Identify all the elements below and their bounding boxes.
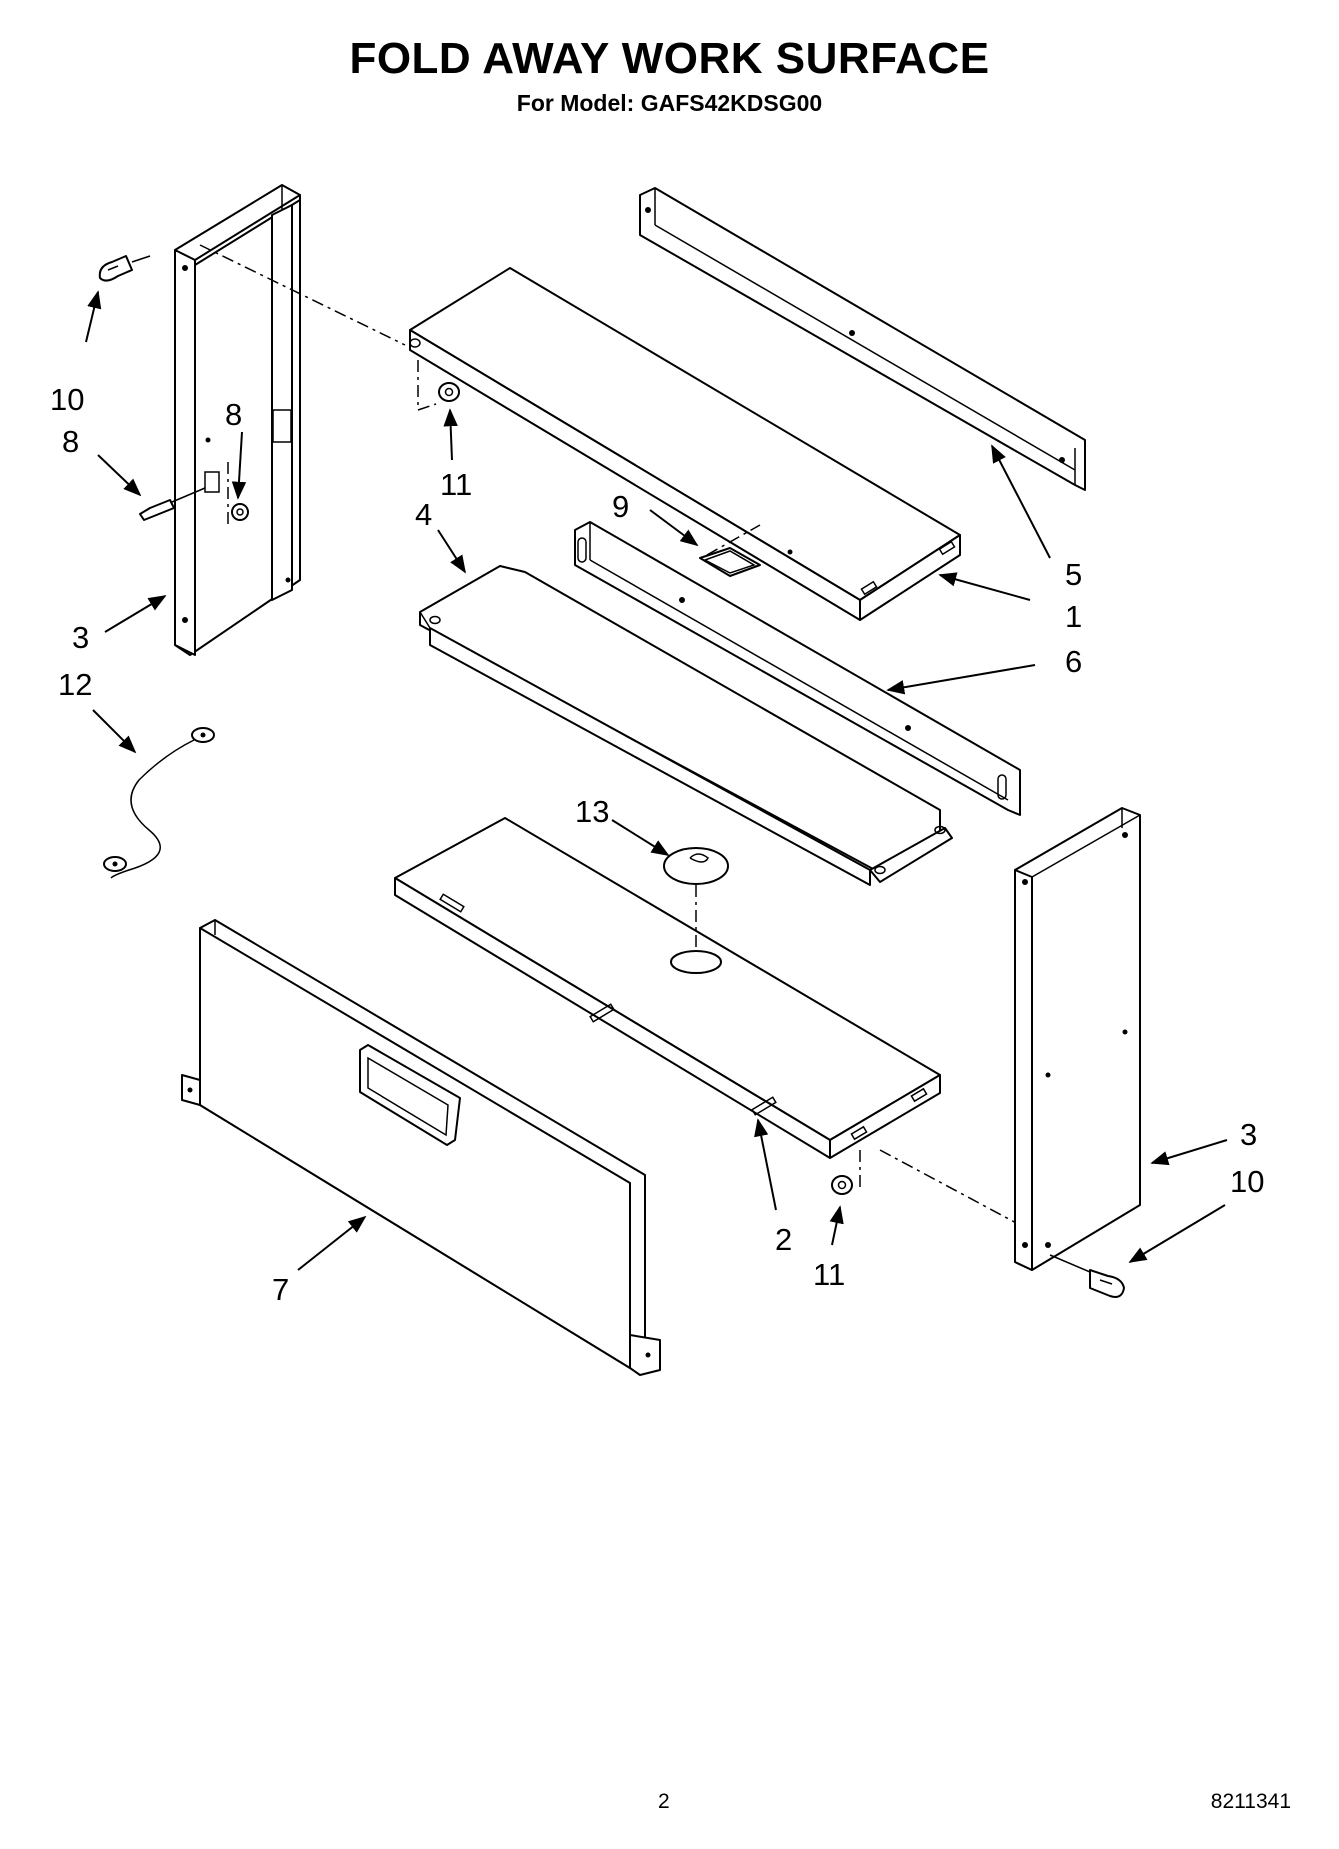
callout-2: 2	[775, 1222, 792, 1257]
callout-3-left: 3	[72, 620, 89, 655]
lower-tray-part	[419, 565, 953, 886]
leader-lines	[85, 290, 1228, 1271]
right-side-panel-part	[1014, 807, 1141, 1271]
callout-9: 9	[612, 489, 629, 524]
callout-12: 12	[58, 667, 92, 702]
callout-7: 7	[272, 1272, 289, 1307]
callout-10-right: 10	[1230, 1164, 1264, 1199]
page-title: FOLD AWAY WORK SURFACE	[349, 34, 990, 83]
rear-rail-part	[639, 187, 1086, 491]
callout-8-lower: 8	[62, 424, 79, 459]
callout-8-upper: 8	[225, 397, 242, 432]
cap-grommet-part	[663, 847, 729, 948]
document-number: 8211341	[1210, 1790, 1291, 1813]
upper-nut-part	[438, 382, 460, 402]
lower-nut-part	[831, 1150, 861, 1195]
callout-1: 1	[1065, 599, 1082, 634]
model-subtitle: For Model: GAFS42KDSG00	[516, 90, 823, 116]
callout-13: 13	[575, 794, 609, 829]
callout-4: 4	[415, 497, 432, 532]
right-screw-part	[1049, 1254, 1125, 1298]
front-panel-part	[181, 919, 661, 1376]
middle-rail-part	[574, 521, 1021, 816]
left-screw-part	[98, 255, 151, 282]
page-number: 2	[658, 1790, 670, 1813]
hinge-screw-part	[139, 462, 249, 525]
callout-11-lower: 11	[813, 1257, 845, 1292]
callout-6: 6	[1065, 644, 1082, 679]
left-side-panel-part	[174, 184, 301, 656]
callout-10-left: 10	[50, 382, 84, 417]
callout-11-upper: 11	[440, 467, 472, 502]
ground-wire-part	[103, 727, 215, 879]
callout-5: 5	[1065, 557, 1082, 592]
lower-work-surface-part	[394, 817, 941, 1159]
top-work-surface-part	[409, 267, 961, 621]
callout-3-right: 3	[1240, 1117, 1257, 1152]
